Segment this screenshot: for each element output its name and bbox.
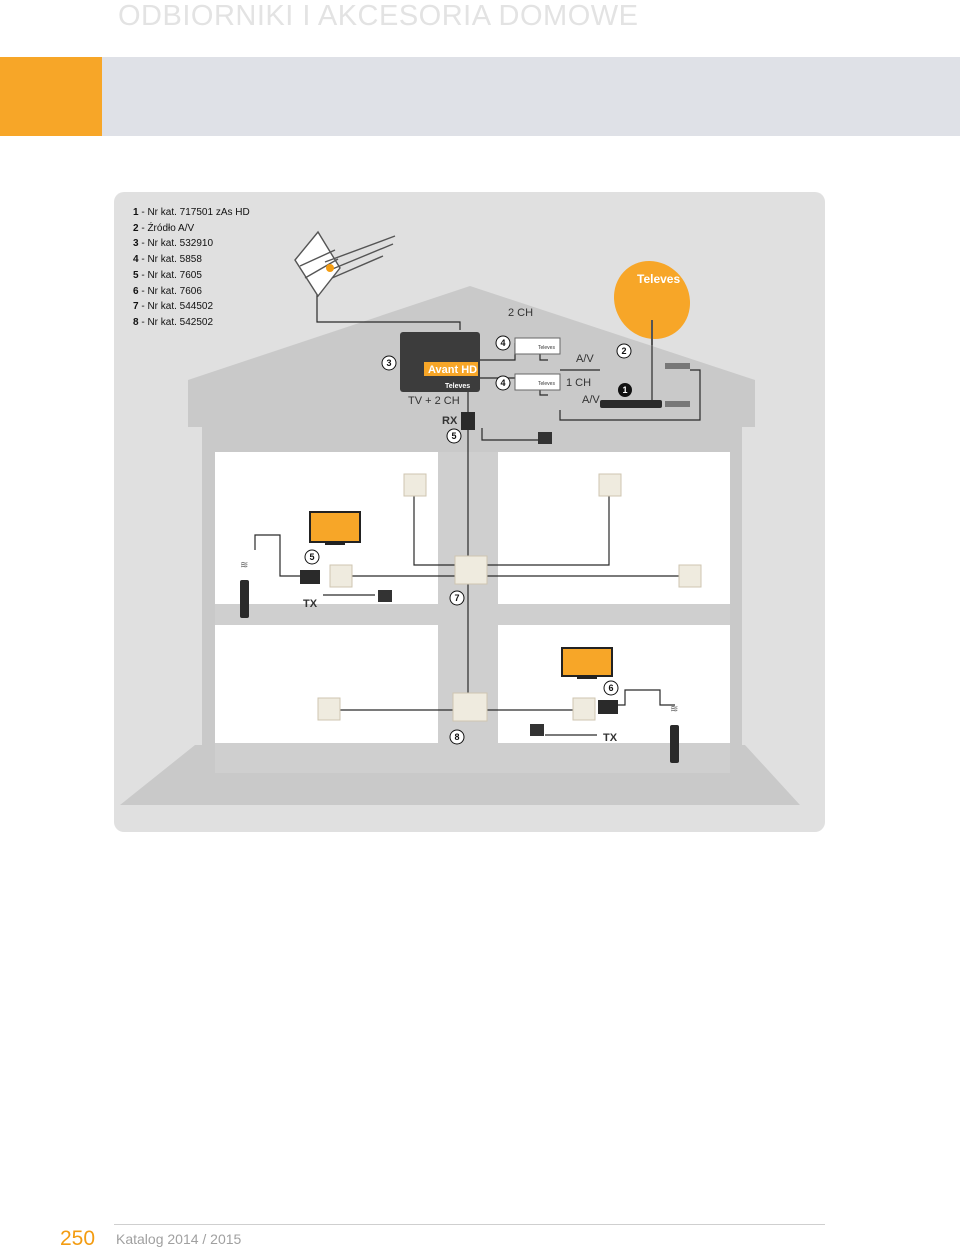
wall-sockets: [317, 473, 702, 722]
rx-extender-icon: [461, 412, 475, 430]
power-adapter-icon-right: [530, 724, 544, 736]
modulator-icon-top: Televes: [514, 337, 561, 355]
dish-brand: Televes: [637, 272, 680, 286]
label-tv-2ch: TV + 2 CH: [408, 395, 460, 407]
legend-item: 4 - Nr kat. 5858: [133, 254, 202, 266]
footer-divider: [114, 1224, 825, 1225]
badge-5b: 5: [304, 549, 320, 565]
legend-item: 1 - Nr kat. 717501 zAs HD: [133, 207, 250, 218]
tv-icon-upper: [309, 511, 361, 545]
svg-text:4: 4: [500, 338, 505, 348]
svg-text:7: 7: [454, 593, 459, 603]
ir-signal-icon-left: ≋: [240, 560, 248, 571]
legend-item: 5 - Nr kat. 7605: [133, 269, 202, 281]
badges: 1 2 3 4 4 5 5 6 7 8: [304, 335, 632, 745]
label-tx-left: TX: [303, 598, 318, 610]
svg-text:2: 2: [621, 346, 626, 356]
tv-antenna-icon: [294, 230, 396, 298]
tx-extender-icon-right: [598, 700, 618, 714]
page-number: 250: [60, 1227, 96, 1250]
svg-text:5: 5: [451, 431, 456, 441]
modulator-brand-bottom: Televes: [538, 381, 555, 387]
power-adapter-icon-rx: [538, 432, 552, 444]
badge-8: 8: [449, 729, 465, 745]
svg-text:5: 5: [309, 552, 314, 562]
label-2ch: 2 CH: [508, 307, 533, 319]
badge-6: 6: [603, 680, 619, 696]
box-brand: Televes: [445, 383, 470, 390]
badge-1: 1: [618, 383, 632, 397]
power-adapter-icon-left: [378, 590, 392, 602]
banner-band: [102, 57, 960, 136]
badge-3: 3: [381, 355, 397, 371]
badge-7: 7: [449, 590, 465, 606]
floor-slab: [215, 604, 730, 625]
tv-icon-lower: [561, 647, 613, 679]
box-model: Avant HD: [428, 364, 477, 376]
svg-text:8: 8: [454, 732, 459, 742]
badge-4a: 4: [495, 335, 511, 351]
avant-hd-amplifier-icon: Avant HD Televes: [400, 332, 480, 392]
legend-item: 7 - Nr kat. 544502: [133, 301, 214, 313]
modulator-brand-top: Televes: [538, 345, 555, 351]
modulator-icon-bottom: Televes: [514, 373, 561, 391]
svg-text:6: 6: [608, 683, 613, 693]
ir-signal-icon-right: ≋: [670, 704, 678, 715]
badge-2: 2: [616, 343, 632, 359]
satellite-dish-icon: Televes: [613, 260, 691, 345]
svg-text:3: 3: [386, 358, 391, 368]
legend-item: 6 - Nr kat. 7606: [133, 285, 202, 297]
page-title: ODBIORNIKI I AKCESORIA DOMOWE: [118, 0, 639, 32]
label-av-top: A/V: [576, 353, 594, 365]
av-connectors-icon: [665, 363, 690, 407]
badge-5a: 5: [446, 428, 462, 444]
svg-text:1: 1: [622, 385, 627, 395]
tx-extender-icon-left: [300, 570, 320, 584]
legend-item: 8 - Nr kat. 542502: [133, 316, 214, 328]
antenna-balun: [326, 264, 334, 272]
legend-item: 2 - Źródło A/V: [133, 222, 195, 234]
legend-item: 3 - Nr kat. 532910: [133, 238, 214, 250]
label-av-bottom: A/V: [582, 394, 600, 406]
label-tx-right: TX: [603, 732, 618, 744]
remote-control-icon-left: [240, 580, 249, 618]
remote-control-icon-right: [670, 725, 679, 763]
badge-4b: 4: [495, 375, 511, 391]
catalog-label: Katalog 2014 / 2015: [116, 1231, 242, 1247]
svg-text:4: 4: [500, 378, 505, 388]
zas-hd-receiver-icon: [600, 400, 662, 408]
label-1ch: 1 CH: [566, 377, 591, 389]
ground-floor: [215, 743, 730, 773]
banner-accent: [0, 57, 102, 136]
legend: 1 - Nr kat. 717501 zAs HD 2 - Źródło A/V…: [133, 205, 250, 331]
label-rx: RX: [442, 415, 458, 427]
